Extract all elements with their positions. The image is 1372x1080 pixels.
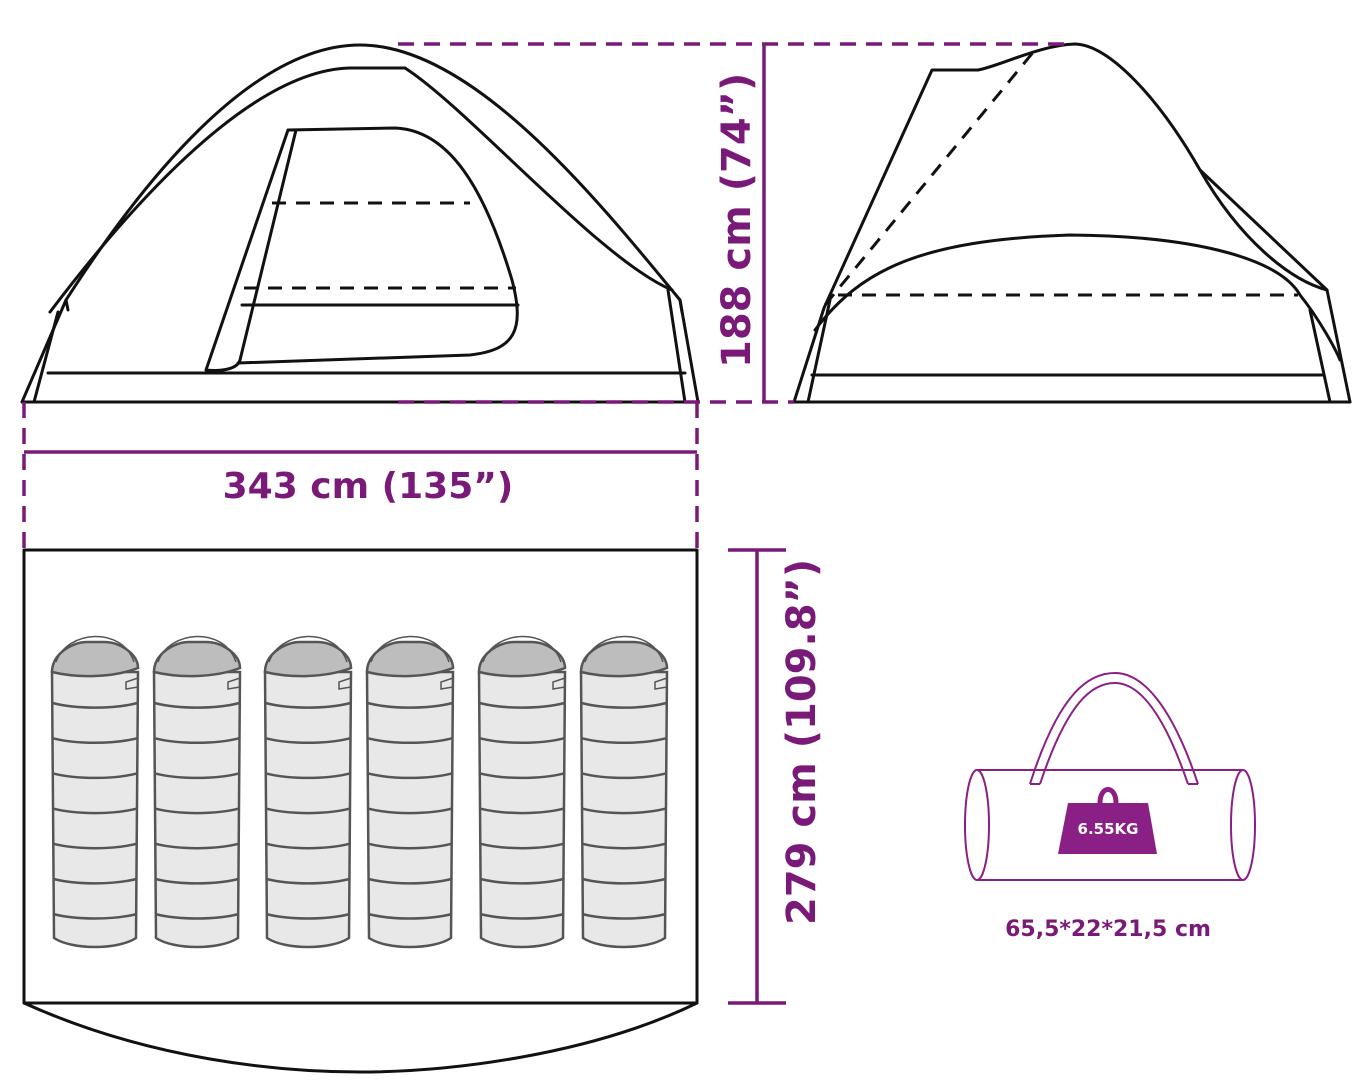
- sleeping-bag: [263, 635, 353, 949]
- weight-label: 6.55KG: [1078, 820, 1139, 838]
- package-size-label: 65,5*22*21,5 cm: [1005, 917, 1211, 942]
- sleeping-bag: [365, 635, 455, 949]
- sleeping-bags: [50, 635, 669, 949]
- width-dimension: 343 cm (135”): [22, 402, 699, 550]
- height-dimension: 188 cm (74”): [398, 42, 1072, 404]
- depth-label: 279 cm (109.8”): [779, 559, 825, 925]
- front-view: [20, 43, 700, 404]
- sleeping-bag: [152, 635, 242, 949]
- depth-dimension: 279 cm (109.8”): [728, 548, 825, 1005]
- height-label: 188 cm (74”): [714, 73, 760, 368]
- floor-plan: [22, 548, 699, 1074]
- weight-icon: 6.55KG: [1058, 787, 1157, 854]
- width-label: 343 cm (135”): [223, 466, 514, 507]
- carry-bag: 6.55KG 65,5*22*21,5 cm: [964, 671, 1256, 942]
- side-view: [792, 42, 1352, 404]
- sleeping-bag: [579, 635, 669, 949]
- sleeping-bag: [50, 635, 140, 949]
- sleeping-bag: [477, 635, 567, 949]
